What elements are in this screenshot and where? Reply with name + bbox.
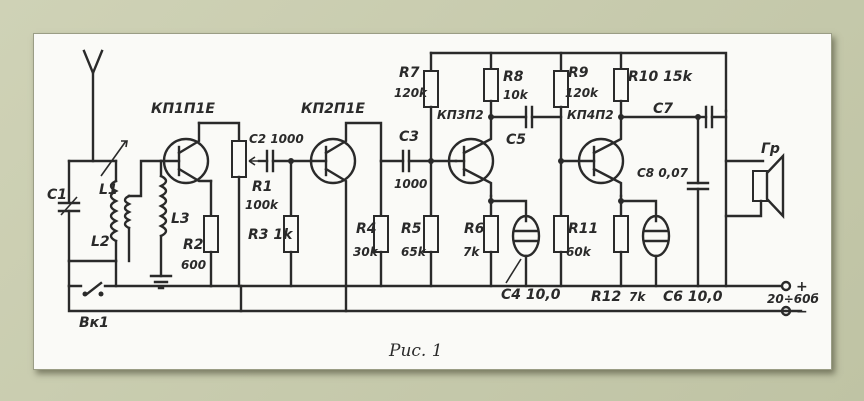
label-r12: R12 <box>591 289 621 305</box>
resistor-r2 <box>203 179 219 288</box>
label-r5-val: 65k <box>401 245 427 259</box>
label-plus: + <box>796 279 808 295</box>
label-c7: С7 <box>653 101 673 117</box>
label-r3: R3 1k <box>248 227 294 243</box>
label-t1: КП1П1Е <box>151 101 215 117</box>
label-speaker: Гр <box>761 141 780 157</box>
label-l1: L1 <box>99 182 118 198</box>
label-r11-val: 60k <box>566 245 592 259</box>
label-c5: С5 <box>506 132 526 148</box>
label-r12-val: 7k <box>629 290 646 304</box>
figure-caption: Рис. 1 <box>388 341 443 361</box>
label-r7-val: 120k <box>394 86 428 100</box>
resistor-r9 <box>553 51 569 218</box>
label-r8-val: 10k <box>503 88 529 102</box>
resistor-r11 <box>553 215 569 288</box>
capacitor-c2 <box>257 149 313 173</box>
label-supply: 20÷60б <box>767 292 819 306</box>
plus-terminal <box>780 280 792 292</box>
label-r1-val: 100k <box>245 198 279 212</box>
coupling-coil <box>149 159 173 290</box>
label-r7: R7 <box>399 65 420 81</box>
label-r2: R2 <box>183 237 204 253</box>
antenna-symbol <box>82 49 104 163</box>
resistor-r3 <box>283 159 299 288</box>
label-c3: С3 <box>399 129 419 145</box>
label-r4: R4 <box>356 221 377 237</box>
label-r4-val: 30k <box>353 245 379 259</box>
label-c1: С1 <box>47 187 67 203</box>
capacitor-c8 <box>686 115 710 288</box>
input-tank <box>57 140 803 313</box>
label-c2: С2 1000 <box>249 132 304 146</box>
label-r5: R5 <box>401 221 422 237</box>
resistor-r10 <box>613 51 701 120</box>
label-t2: КП2П1Е <box>301 101 365 117</box>
top-rail <box>429 51 728 113</box>
resistor-r7 <box>423 51 439 218</box>
label-r9-val: 120k <box>565 86 599 100</box>
label-l2: L2 <box>91 234 110 250</box>
resistor-r1 <box>231 140 259 288</box>
resistor-r12 <box>613 194 629 288</box>
transistor-2 <box>309 121 383 288</box>
capacitor-c6 <box>619 199 671 288</box>
label-c4: С4 10,0 <box>501 287 561 303</box>
capacitor-c3 <box>379 149 458 173</box>
label-minus: − <box>796 304 808 320</box>
capacitor-c4 <box>489 199 541 288</box>
label-c8: С8 0,07 <box>637 166 689 180</box>
resistor-r4 <box>373 159 389 288</box>
capacitor-c5 <box>489 105 563 129</box>
label-t4: КП4П2 <box>567 108 614 122</box>
label-r10: R10 15k <box>628 69 694 85</box>
transistor-1 <box>159 121 241 185</box>
label-r8: R8 <box>503 69 524 85</box>
resistor-r6 <box>483 194 499 288</box>
label-r11: R11 <box>568 221 598 237</box>
label-r6: R6 <box>464 221 485 237</box>
label-r6-val: 7k <box>463 245 480 259</box>
label-r1: R1 <box>252 179 273 195</box>
capacitor-c7 <box>696 105 728 288</box>
label-switch: Вк1 <box>79 315 109 331</box>
label-l3: L3 <box>171 211 190 227</box>
label-r2-val: 600 <box>181 258 206 272</box>
label-r9: R9 <box>568 65 589 81</box>
transistor-3 <box>447 115 495 198</box>
schematic-paper: КП1П1Е КП2П1Е КП3П2 КП4П2 С1 L1 L2 L3 С2… <box>33 33 832 370</box>
label-c6: С6 10,0 <box>663 289 723 305</box>
resistor-r5 <box>423 215 439 288</box>
label-c3-val: 1000 <box>394 177 427 191</box>
minus-terminal <box>780 305 792 317</box>
speaker-symbol <box>724 152 785 220</box>
resistor-r8 <box>483 51 499 120</box>
transistor-4 <box>559 115 625 198</box>
circuit-schematic: КП1П1Е КП2П1Е КП3П2 КП4П2 С1 L1 L2 L3 С2… <box>47 49 819 361</box>
label-t3: КП3П2 <box>437 108 484 122</box>
